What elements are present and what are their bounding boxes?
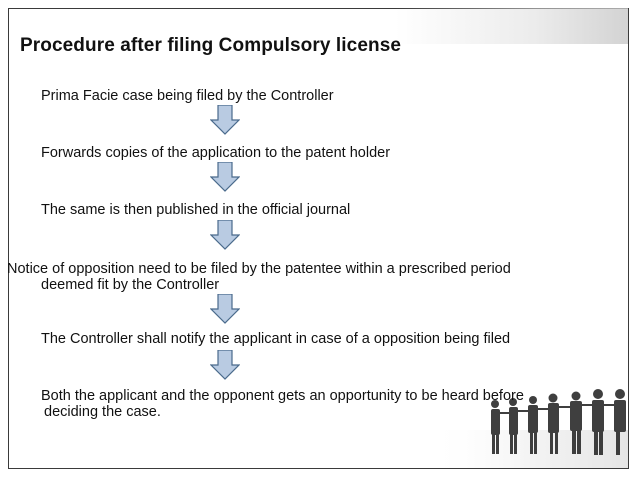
- step-4-text: Notice of opposition need to be filed by…: [7, 261, 511, 293]
- step-6-line-2: deciding the case.: [44, 404, 161, 420]
- step-2-text: Forwards copies of the application to th…: [41, 145, 390, 161]
- step-5-text: The Controller shall notify the applican…: [41, 331, 510, 347]
- slide-frame: [8, 8, 629, 469]
- down-arrow-icon: [210, 105, 240, 135]
- step-6-line-1: Both the applicant and the opponent gets…: [41, 388, 524, 404]
- down-arrow-icon: [210, 350, 240, 380]
- step-2-line: Forwards copies of the application to th…: [41, 145, 391, 161]
- step-3-text: The same is then published in the offici…: [41, 202, 350, 218]
- step-6-text: Both the applicant and the opponent gets…: [41, 388, 524, 420]
- step-4-line-2: deemed fit by the Controller: [41, 277, 220, 293]
- people-silhouette-image: [430, 389, 628, 468]
- header-decor: [395, 8, 628, 44]
- step-5-line: The Controller shall notify the applican…: [41, 331, 511, 347]
- down-arrow-icon: [210, 220, 240, 250]
- down-arrow-icon: [210, 162, 240, 192]
- step-1-line: Prima Facie case being filed by the Cont…: [41, 88, 334, 104]
- step-3-line: The same is then published in the offici…: [41, 202, 351, 218]
- step-4-line-1: Notice of opposition need to be filed by…: [7, 261, 511, 277]
- down-arrow-icon: [210, 294, 240, 324]
- step-1-text: Prima Facie case being filed by the Cont…: [41, 88, 334, 104]
- slide-title: Procedure after filing Compulsory licens…: [20, 35, 402, 56]
